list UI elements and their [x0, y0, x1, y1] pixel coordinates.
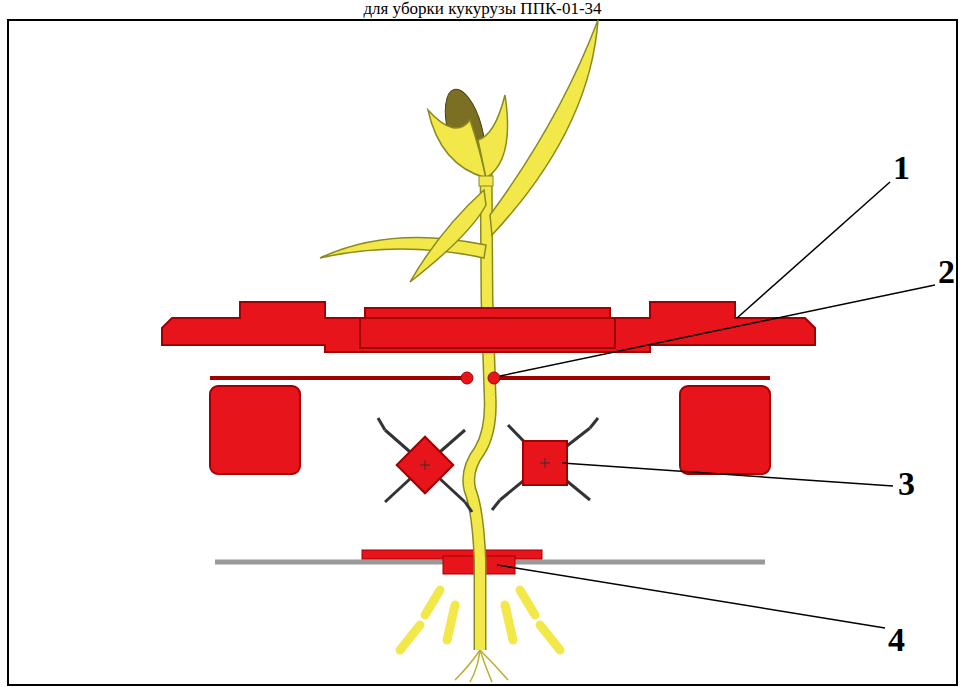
callout-number: 2: [938, 254, 955, 290]
leader-lines: [497, 182, 935, 628]
stalk-outline: [469, 160, 491, 650]
callout-number: 3: [898, 466, 915, 502]
stalk: [469, 160, 491, 650]
roller-left: [378, 418, 472, 512]
side-block: [210, 386, 300, 474]
callout-number: 4: [888, 622, 905, 658]
callout-number: 1: [893, 150, 910, 186]
stripper-plate: [495, 376, 770, 380]
title: для уборки кукурузы ППК-01-34: [0, 0, 965, 18]
corn-ear: [428, 85, 508, 186]
roots: [455, 650, 508, 682]
stripper-edge: [488, 372, 500, 384]
housing-inner: [360, 318, 615, 348]
gathering-housing: [162, 302, 815, 352]
side-block: [680, 386, 770, 474]
frame: [8, 20, 957, 685]
leaves: [320, 20, 598, 282]
stripper-plate: [210, 376, 465, 380]
stripper-edge: [461, 372, 473, 384]
